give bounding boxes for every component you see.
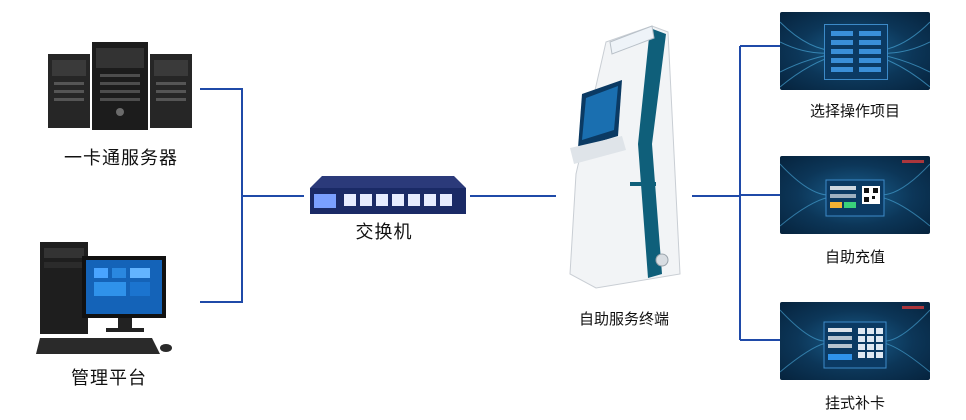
self-recharge-label: 自助充值 [824,248,885,266]
switch-icon [304,172,470,218]
report-loss-reissue-screen [780,302,930,380]
select-operation-label: 选择操作项目 [809,102,900,120]
kiosk-icon [556,24,692,292]
card-server-label: 一卡通服务器 [64,148,178,169]
switch-label: 交换机 [355,222,413,243]
management-platform-icon [34,238,174,360]
report-loss-reissue-label: 挂式补卡 [824,394,885,412]
server-to-trunk-line [200,88,243,303]
select-operation-screen [780,12,930,90]
card-server-icon [46,40,196,132]
self-recharge-screen [780,156,930,234]
management-platform-label: 管理平台 [71,368,147,389]
menu-panel [824,24,888,80]
kiosk-label: 自助服务终端 [578,310,669,328]
